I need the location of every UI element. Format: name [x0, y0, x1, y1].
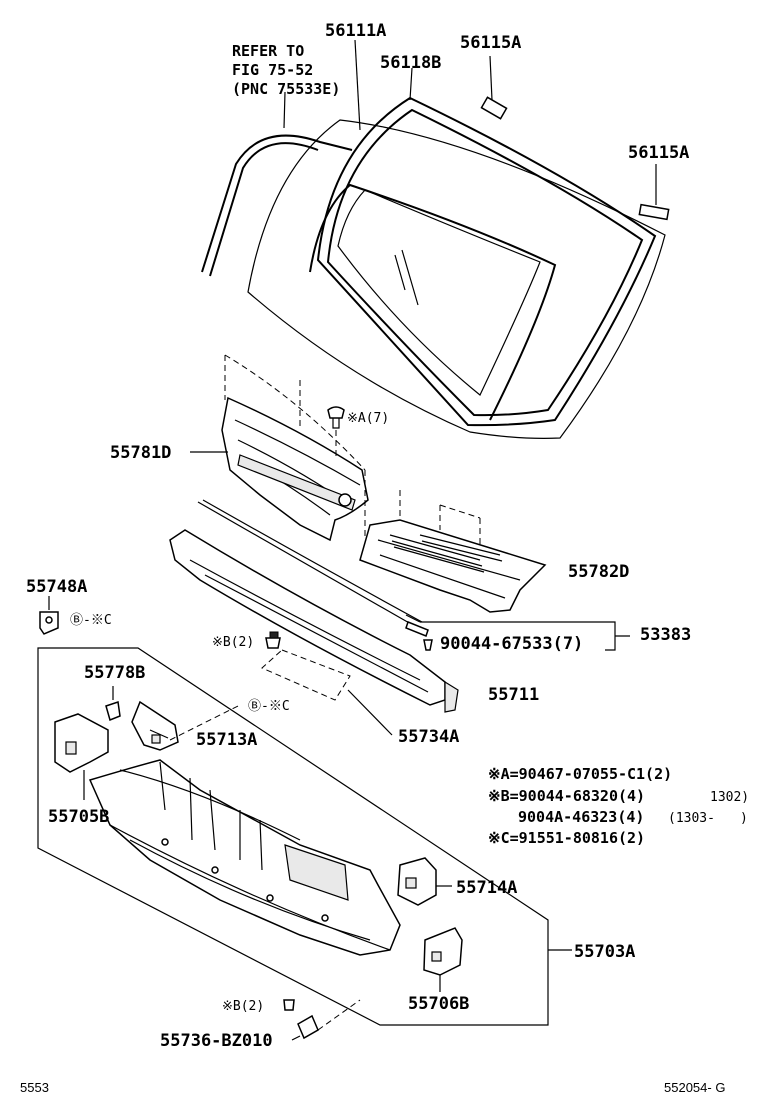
part-labels: REFER TO FIG 75-52 (PNC 75533E) 56111A 5…	[26, 21, 691, 1051]
cowl-louver-right	[359, 470, 547, 613]
footer-right-code: 552054- G	[664, 1080, 725, 1095]
label-55706b: 55706B	[408, 994, 469, 1014]
note-b-line1-range: 1302)	[710, 790, 749, 805]
label-b-c-small: Ⓑ-※C	[70, 613, 112, 628]
refer-text-line2: FIG 75-52	[232, 61, 313, 79]
label-55714a: 55714A	[456, 878, 517, 898]
clip-b-bottom	[283, 999, 295, 1011]
note-a: ※A=90467-07055-C1(2)	[488, 765, 672, 783]
note-b-line2: 9004A-46323(4)	[518, 808, 644, 826]
bracket-55748a	[39, 596, 59, 635]
bracket-55736-bz010	[291, 999, 361, 1041]
clip-a	[327, 406, 345, 460]
bracket-55714a	[397, 857, 452, 906]
cowl-louver-left	[190, 354, 369, 542]
label-b-c-mid: Ⓑ-※C	[248, 699, 290, 714]
cowl-panel-55703a	[88, 759, 401, 956]
label-55781d: 55781D	[110, 443, 171, 463]
footnotes: ※A=90467-07055-C1(2) ※B=90044-68320(4) 1…	[488, 765, 749, 847]
label-clip-b-bottom: ※B(2)	[222, 999, 264, 1014]
label-55736-bz010: 55736-BZ010	[160, 1031, 273, 1051]
clip-b-top	[265, 631, 281, 649]
cowl-seal	[169, 529, 459, 713]
label-56115a-right: 56115A	[628, 143, 689, 163]
bracket-55705b	[54, 713, 109, 800]
bracket-55713a	[131, 700, 241, 751]
label-56115a-top: 56115A	[460, 33, 521, 53]
footer: 5553 552054- G	[20, 1080, 725, 1095]
label-55778b: 55778B	[84, 663, 145, 683]
label-clip-b-top: ※B(2)	[212, 635, 254, 650]
note-b-line2-range: (1303-	[668, 811, 715, 826]
note-b-line1: ※B=90044-68320(4)	[488, 787, 645, 805]
label-55711: 55711	[488, 685, 539, 705]
refer-text-line3: (PNC 75533E)	[232, 80, 340, 98]
label-55703a: 55703A	[574, 942, 635, 962]
label-55782d: 55782D	[568, 562, 629, 582]
note-b-line2-close: )	[740, 811, 748, 826]
clip-90044	[423, 639, 433, 651]
label-55734a: 55734A	[398, 727, 459, 747]
windshield-assembly	[201, 39, 670, 439]
label-55748a: 55748A	[26, 577, 87, 597]
label-55705b: 55705B	[48, 807, 109, 827]
label-90044-67533: 90044-67533(7)	[440, 634, 583, 654]
label-clip-a: ※A(7)	[347, 411, 389, 426]
label-55713a: 55713A	[196, 730, 257, 750]
label-53383: 53383	[640, 625, 691, 645]
bracket-55706b	[423, 927, 463, 992]
cowl-pad-55734a	[261, 649, 393, 736]
label-56111a: 56111A	[325, 21, 386, 41]
assembly-outline-frame	[37, 647, 572, 1026]
note-c: ※C=91551-80816(2)	[488, 829, 645, 847]
bracket-53383	[420, 621, 630, 651]
louver-grille	[389, 534, 503, 573]
cowl-weatherstrip	[197, 499, 429, 637]
refer-text-line1: REFER TO	[232, 42, 304, 60]
bracket-55778b	[105, 686, 121, 722]
footer-left-code: 5553	[20, 1080, 49, 1095]
label-56118b: 56118B	[380, 53, 441, 73]
